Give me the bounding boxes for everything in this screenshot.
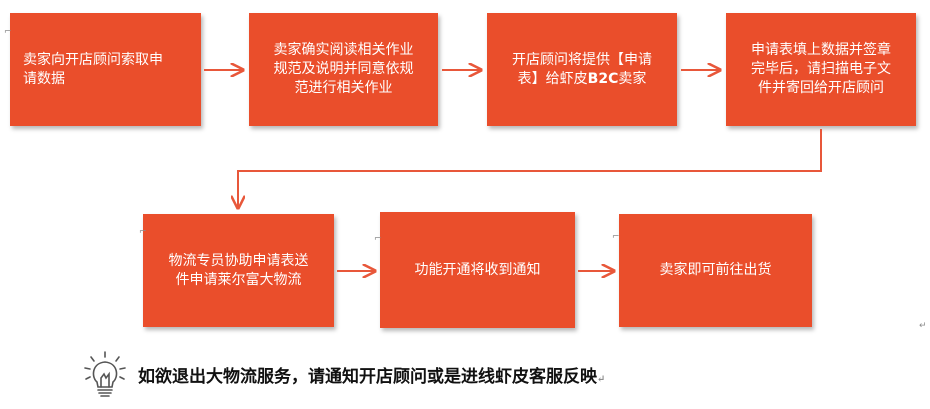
step-4-text: 申请表填上数据并签章 完毕后，请扫描电子文 件并寄回给开店顾问 (751, 42, 891, 96)
step-5-box: 物流专员协助申请表送 件申请莱尔富大物流 (143, 214, 334, 327)
anchor-mark: ⌐ (374, 234, 382, 244)
step-3-box: 开店顾问将提供【申请 表】给虾皮B2C卖家 (487, 13, 677, 126)
step-1-text: 卖家向开店顾问索取申 请数据 (23, 51, 163, 87)
step-5-text: 物流专员协助申请表送 件申请莱尔富大物流 (168, 252, 309, 288)
anchor-mark: ⌐ (139, 227, 147, 237)
return-mark: ↵ (597, 374, 606, 385)
step-6-box: 功能开通将收到通知 (380, 212, 575, 328)
step-6-text: 功能开通将收到通知 (414, 261, 541, 278)
step-2-box: 卖家确实阅读相关作业 规范及说明并同意依规 范进行相关作业 (249, 13, 438, 126)
anchor-mark: ⌐ (4, 27, 12, 37)
return-mark: ↵ (919, 321, 927, 331)
step-2-text: 卖家确实阅读相关作业 规范及说明并同意依规 范进行相关作业 (273, 42, 414, 96)
step-7-box: 卖家即可前往出货 (619, 214, 812, 327)
step-4-box: 申请表填上数据并签章 完毕后，请扫描电子文 件并寄回给开店顾问 (726, 13, 916, 126)
exit-service-note: 如欲退出大物流服务，请通知开店顾问或是进线虾皮客服反映↵ (138, 367, 606, 387)
lightbulb-icon (84, 351, 126, 397)
anchor-mark: ⌐ (612, 232, 620, 242)
step-7-text: 卖家即可前往出货 (659, 262, 772, 278)
step-3-text: 开店顾问将提供【申请 表】给虾皮B2C卖家 (512, 51, 652, 87)
step-1-box: 卖家向开店顾问索取申 请数据 (10, 13, 201, 126)
arrow-4-5 (238, 129, 822, 208)
